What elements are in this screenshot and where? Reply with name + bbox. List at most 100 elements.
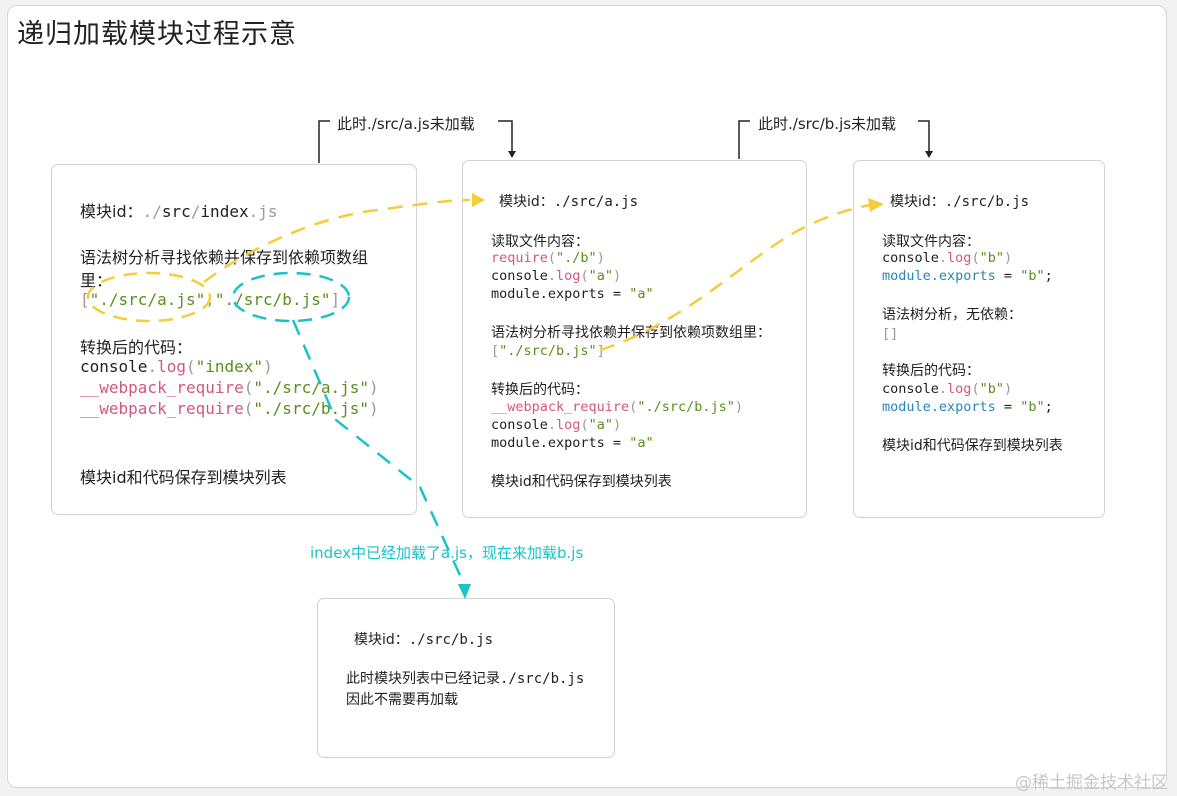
b-analysis-text: 语法树分析，无依赖： — [882, 307, 1022, 323]
b-src1-fn: log — [947, 250, 972, 266]
b-cached-line-2: 因此不需要再加载 — [346, 692, 458, 708]
a-code2-open: ( — [580, 417, 589, 433]
a-code-line-2: console.log("a") — [491, 417, 621, 433]
b-code1-open: ( — [971, 381, 980, 397]
a-id-path: ./src/a.js — [553, 194, 639, 210]
a-src1-fn: require — [491, 250, 548, 266]
a-code3-left: module.exports — [491, 435, 605, 451]
a-code1-arg: "./src/b.js" — [637, 399, 735, 415]
a-src2-close: ) — [612, 268, 622, 284]
a-src2-arg: "a" — [588, 268, 613, 284]
a-src-line-1: require("./b") — [491, 250, 605, 266]
b-cached-id-label: 模块id： — [354, 632, 409, 648]
a-src-line-3: module.exports = "a" — [491, 286, 654, 302]
b-code1-arg: "b" — [979, 381, 1004, 397]
a-code-line-3: module.exports = "a" — [491, 435, 654, 451]
a-code1-close: ) — [734, 399, 743, 415]
b-id-label: 模块id： — [890, 194, 945, 210]
bracket-b-arrowhead — [925, 151, 933, 158]
index-code3-open: ( — [243, 399, 254, 418]
index-dep-b: "./src/b.js" — [214, 290, 331, 309]
transition-label: index中已经加载了a.js，现在来加载b.js — [310, 544, 584, 562]
a-code-line-1: __webpack_require("./src/b.js") — [491, 399, 743, 415]
b-code1-close: ) — [1003, 381, 1013, 397]
module-box-index: 模块id：./src/index.js 语法树分析寻找依赖并保存到依赖项数组 里… — [51, 164, 417, 515]
index-save-text: 模块id和代码保存到模块列表 — [80, 468, 287, 487]
index-id-src: src — [161, 202, 191, 221]
a-src3-val: "a" — [629, 286, 654, 302]
b-code1-dot: . — [938, 381, 948, 397]
index-deps-array: ["./src/a.js","./src/b.js"] — [80, 290, 340, 309]
a-id-label: 模块id： — [499, 194, 554, 210]
b-src2-val: "b" — [1020, 268, 1045, 284]
module-box-b: 模块id：./src/b.js 读取文件内容： console.log("b")… — [853, 160, 1105, 518]
arrowhead-index-to-b-cached — [458, 584, 471, 599]
a-analysis-text: 语法树分析寻找依赖并保存到依赖项数组里： — [491, 325, 771, 341]
b-cached-line1-path: ./src/b.js — [500, 671, 585, 687]
a-src2-obj: console — [491, 268, 548, 284]
index-code-line-1: console.log("index") — [80, 357, 273, 376]
b-code1-fn: log — [947, 381, 972, 397]
b-src2-eq: = — [995, 268, 1021, 284]
a-code2-arg: "a" — [588, 417, 613, 433]
module-box-a: 模块id：./src/a.js 读取文件内容： require("./b") c… — [462, 160, 807, 518]
index-dep-a: "./src/a.js" — [89, 290, 206, 309]
a-code2-close: ) — [612, 417, 622, 433]
index-id-ext: .js — [248, 202, 278, 221]
a-save-text: 模块id和代码保存到模块列表 — [491, 474, 672, 490]
a-src2-open: ( — [580, 268, 589, 284]
b-src1-dot: . — [938, 250, 948, 266]
watermark: @稀土掘金技术社区 — [1015, 773, 1168, 793]
module-box-b-cached: 模块id：./src/b.js 此时模块列表中已经记录./src/b.js 因此… — [317, 598, 615, 758]
b-id-line: 模块id：./src/b.js — [890, 191, 1029, 211]
a-dep-b: "./src/b.js" — [499, 343, 597, 359]
b-code2-eq: = — [995, 399, 1021, 415]
a-src1-arg: "./b" — [556, 250, 597, 266]
b-code2-val: "b" — [1020, 399, 1045, 415]
index-code3-arg: "./src/b.js" — [253, 399, 369, 418]
index-id-slash: / — [190, 202, 201, 221]
a-code2-fn: log — [556, 417, 581, 433]
b-id-path: ./src/b.js — [944, 194, 1030, 210]
a-code2-dot: . — [547, 417, 557, 433]
b-cached-id-path: ./src/b.js — [408, 632, 494, 648]
b-code-line-2: module.exports = "b"; — [882, 399, 1053, 415]
b-src2-left: module.exports — [882, 268, 996, 284]
connector-a-to-b — [599, 203, 871, 352]
a-code3-val: "a" — [629, 435, 654, 451]
connector-index-to-b-cached — [291, 319, 465, 583]
index-code3-fn: __webpack_require — [80, 399, 244, 418]
b-code2-semi: ; — [1044, 399, 1053, 415]
index-code2-fn: __webpack_require — [80, 378, 244, 397]
b-empty-deps: [] — [882, 326, 899, 342]
diagram-title: 递归加载模块过程示意 — [17, 19, 297, 50]
label-not-loaded-b: 此时./src/b.js未加载 — [758, 115, 897, 133]
index-code1-obj: console — [80, 357, 148, 376]
b-cached-line-1: 此时模块列表中已经记录./src/b.js — [346, 668, 584, 688]
bracket-b-left — [738, 120, 750, 159]
arrowhead-a-to-b — [868, 198, 884, 212]
b-code2-left: module.exports — [882, 399, 996, 415]
b-cached-line1-text: 此时模块列表中已经记录 — [346, 671, 500, 687]
index-code1-open: ( — [185, 357, 196, 376]
a-src3-eq: = — [604, 286, 630, 302]
a-code1-open: ( — [629, 399, 638, 415]
a-src1-close: ) — [596, 250, 605, 266]
index-code2-arg: "./src/a.js" — [253, 378, 369, 397]
index-code-line-2: __webpack_require("./src/a.js") — [80, 378, 379, 397]
a-code2-obj: console — [491, 417, 548, 433]
index-code1-arg: "index" — [195, 357, 264, 376]
index-analysis-line2: 里： — [80, 271, 113, 290]
a-converted-label: 转换后的代码： — [491, 382, 589, 398]
bracket-a-arrowhead — [508, 151, 516, 158]
a-code1-fn: __webpack_require — [491, 399, 630, 415]
arrowhead-index-to-a — [472, 193, 485, 207]
connector-index-to-a — [203, 198, 471, 284]
a-src2-dot: . — [547, 268, 557, 284]
index-deps-close: ] — [330, 290, 341, 309]
a-read-label: 读取文件内容： — [491, 234, 589, 250]
highlight-dep-a — [86, 271, 212, 323]
b-src1-open: ( — [971, 250, 980, 266]
a-src2-fn: log — [556, 268, 581, 284]
b-src1-obj: console — [882, 250, 939, 266]
